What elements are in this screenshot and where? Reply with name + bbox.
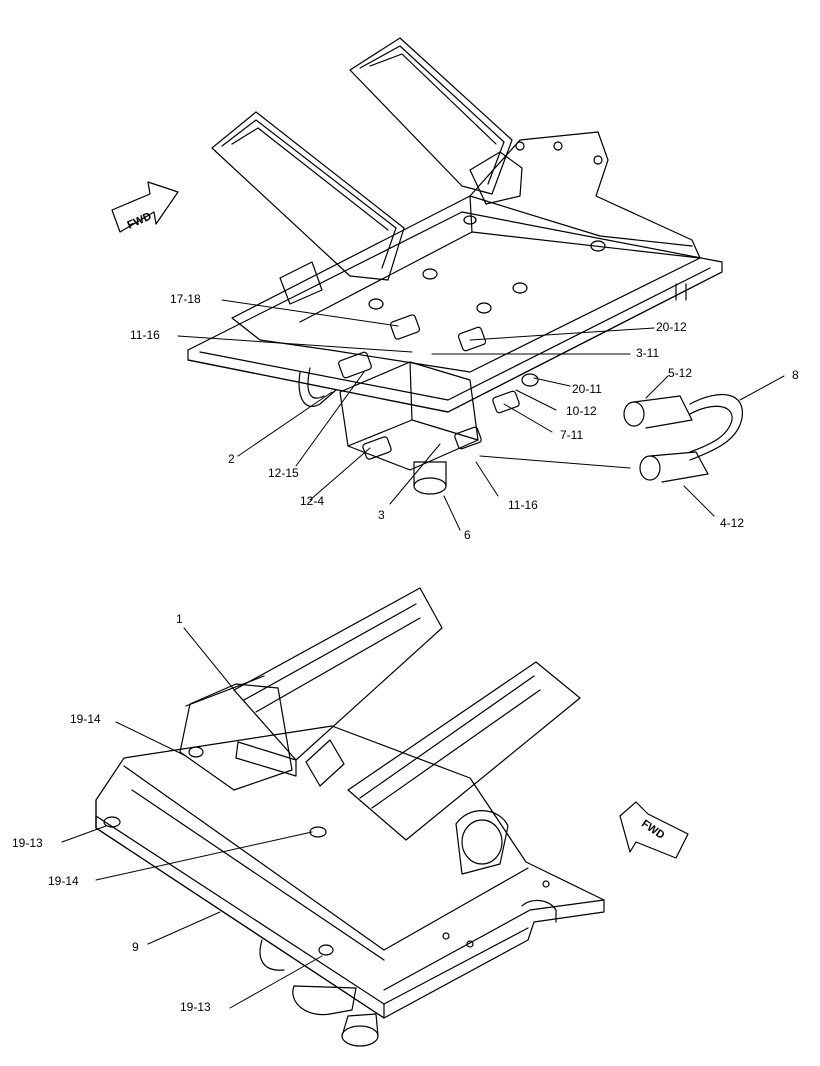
callout-11-16-upper: 11-16 (130, 328, 160, 342)
callout-20-12: 20-12 (656, 320, 687, 334)
top-housing (231, 131, 701, 373)
callout-19-14-upper: 19-14 (70, 712, 101, 726)
callout-19-13-left: 19-13 (12, 836, 43, 850)
top-pedal-right (349, 37, 513, 195)
top-pedal-left (211, 111, 405, 281)
top-fwd-arrow (111, 181, 179, 233)
bottom-pedal-left (233, 587, 443, 761)
bottom-pedal-right (347, 661, 581, 841)
callout-12-15: 12-15 (268, 466, 299, 480)
bottom-assembly (95, 587, 689, 1047)
leader-lines (61, 299, 785, 1009)
callout-20-11: 20-11 (572, 382, 602, 396)
callout-2: 2 (228, 452, 235, 466)
callout-19-14-lower: 19-14 (48, 874, 79, 888)
bottom-fwd-arrow (619, 801, 689, 859)
callout-9: 9 (132, 940, 139, 954)
top-fwd-label: FWD (126, 210, 154, 231)
top-assembly (111, 37, 743, 495)
callout-3-11: 3-11 (636, 346, 660, 360)
callout-5-12: 5-12 (668, 366, 693, 380)
callout-1: 1 (176, 612, 183, 626)
callout-3: 3 (378, 508, 385, 522)
callout-19-13-bottom: 19-13 (180, 1000, 211, 1014)
callout-4-12: 4-12 (720, 516, 745, 530)
bottom-base-plate (95, 725, 605, 1019)
brake-valve-block (339, 361, 479, 471)
callout-10-12: 10-12 (566, 404, 597, 418)
callout-7-11: 7-11 (560, 428, 584, 442)
callout-8: 8 (792, 368, 799, 382)
callout-17-18: 17-18 (170, 292, 201, 306)
callout-12-4: 12-4 (300, 494, 325, 508)
callout-11-16-lower: 11-16 (508, 498, 538, 512)
callout-6: 6 (464, 528, 471, 542)
hose-8 (689, 393, 743, 461)
top-base-plate (187, 211, 723, 413)
